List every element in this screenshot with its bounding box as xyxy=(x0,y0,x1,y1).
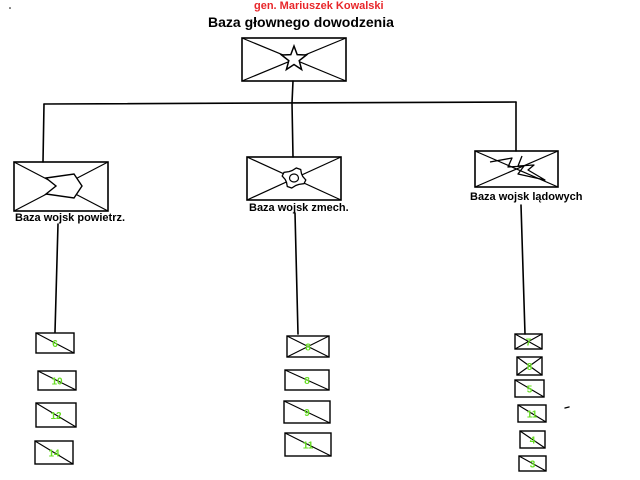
box-diagonal xyxy=(519,430,546,449)
land-unit-box xyxy=(518,455,547,472)
box-diagonal xyxy=(284,369,330,391)
aviation-chevron-icon xyxy=(44,173,83,199)
box-frame xyxy=(514,333,543,350)
box-diagonal xyxy=(518,455,547,472)
mech-unit-number: 8 xyxy=(304,376,310,387)
land-unit-number: 5 xyxy=(527,385,533,396)
star-icon xyxy=(279,43,309,72)
box-frame xyxy=(34,440,74,465)
box-diagonal xyxy=(34,440,74,465)
box-frame xyxy=(286,335,330,358)
box-diagonal xyxy=(517,404,547,423)
box-frame xyxy=(518,455,547,472)
mech-unit-number: 8 xyxy=(305,343,311,354)
box-frame xyxy=(284,432,332,457)
gear-hole xyxy=(288,173,300,183)
box-diagonal xyxy=(514,333,543,350)
box-frame xyxy=(13,161,109,212)
box-diagonal xyxy=(514,379,545,398)
land-unit-number: 8 xyxy=(527,362,533,373)
mech-unit-box xyxy=(284,432,332,457)
land-unit-box xyxy=(519,430,546,449)
box-frame xyxy=(283,400,331,424)
mech-unit-number: 9 xyxy=(304,408,310,419)
land-unit-number: 4 xyxy=(530,436,536,447)
air-unit-box xyxy=(35,332,75,354)
air-unit-number: 12 xyxy=(50,411,62,422)
box-diagonal xyxy=(474,150,559,188)
box-diagonal xyxy=(516,356,543,376)
hq-stem-line xyxy=(291,80,294,104)
stray-dot xyxy=(9,7,11,9)
box-frame xyxy=(35,402,77,428)
box-frame xyxy=(35,332,75,354)
land-unit-box xyxy=(516,356,543,376)
box-diagonal xyxy=(35,332,75,354)
box-frame xyxy=(37,370,77,391)
mech-unit-number: 11 xyxy=(303,441,314,452)
land-units-line xyxy=(520,204,526,335)
hq-symbol-box xyxy=(241,37,347,82)
air-unit-box xyxy=(35,402,77,428)
land-forces-symbol-box xyxy=(474,150,559,188)
box-frame xyxy=(284,369,330,391)
mech-units-line xyxy=(294,212,299,335)
air-unit-number: 10 xyxy=(51,377,63,388)
box-diagonal xyxy=(283,400,331,424)
mechanized-symbol-box xyxy=(246,156,342,201)
box-diagonal xyxy=(286,335,330,358)
mech-unit-box xyxy=(284,369,330,391)
mech-unit-box xyxy=(283,400,331,424)
box-frame xyxy=(517,404,547,423)
box-diagonal xyxy=(284,432,332,457)
mech-unit-box xyxy=(286,335,330,358)
box-diagonal xyxy=(37,370,77,391)
box-diagonal xyxy=(35,402,77,428)
branch-connector-mech xyxy=(291,102,294,158)
box-frame xyxy=(474,150,559,188)
stray-dash xyxy=(564,406,570,409)
box-frame xyxy=(241,37,347,82)
air-force-symbol-box xyxy=(13,161,109,212)
air-unit-box xyxy=(37,370,77,391)
land-unit-box xyxy=(514,379,545,398)
land-unit-number: 3 xyxy=(530,460,536,471)
box-frame xyxy=(516,356,543,376)
air-units-line xyxy=(54,223,59,333)
land-unit-box xyxy=(514,333,543,350)
land-unit-box xyxy=(517,404,547,423)
box-frame xyxy=(514,379,545,398)
land-unit-number: 11 xyxy=(527,410,538,421)
branch-connector-air xyxy=(42,103,45,163)
horizontal-branch-line xyxy=(43,101,517,105)
box-frame xyxy=(246,156,342,201)
air-unit-box xyxy=(34,440,74,465)
air-unit-number: 6 xyxy=(52,339,58,350)
box-frame xyxy=(519,430,546,449)
land-unit-number: 7 xyxy=(526,338,532,349)
lightning-icon xyxy=(489,155,546,181)
air-unit-number: 14 xyxy=(48,449,60,460)
